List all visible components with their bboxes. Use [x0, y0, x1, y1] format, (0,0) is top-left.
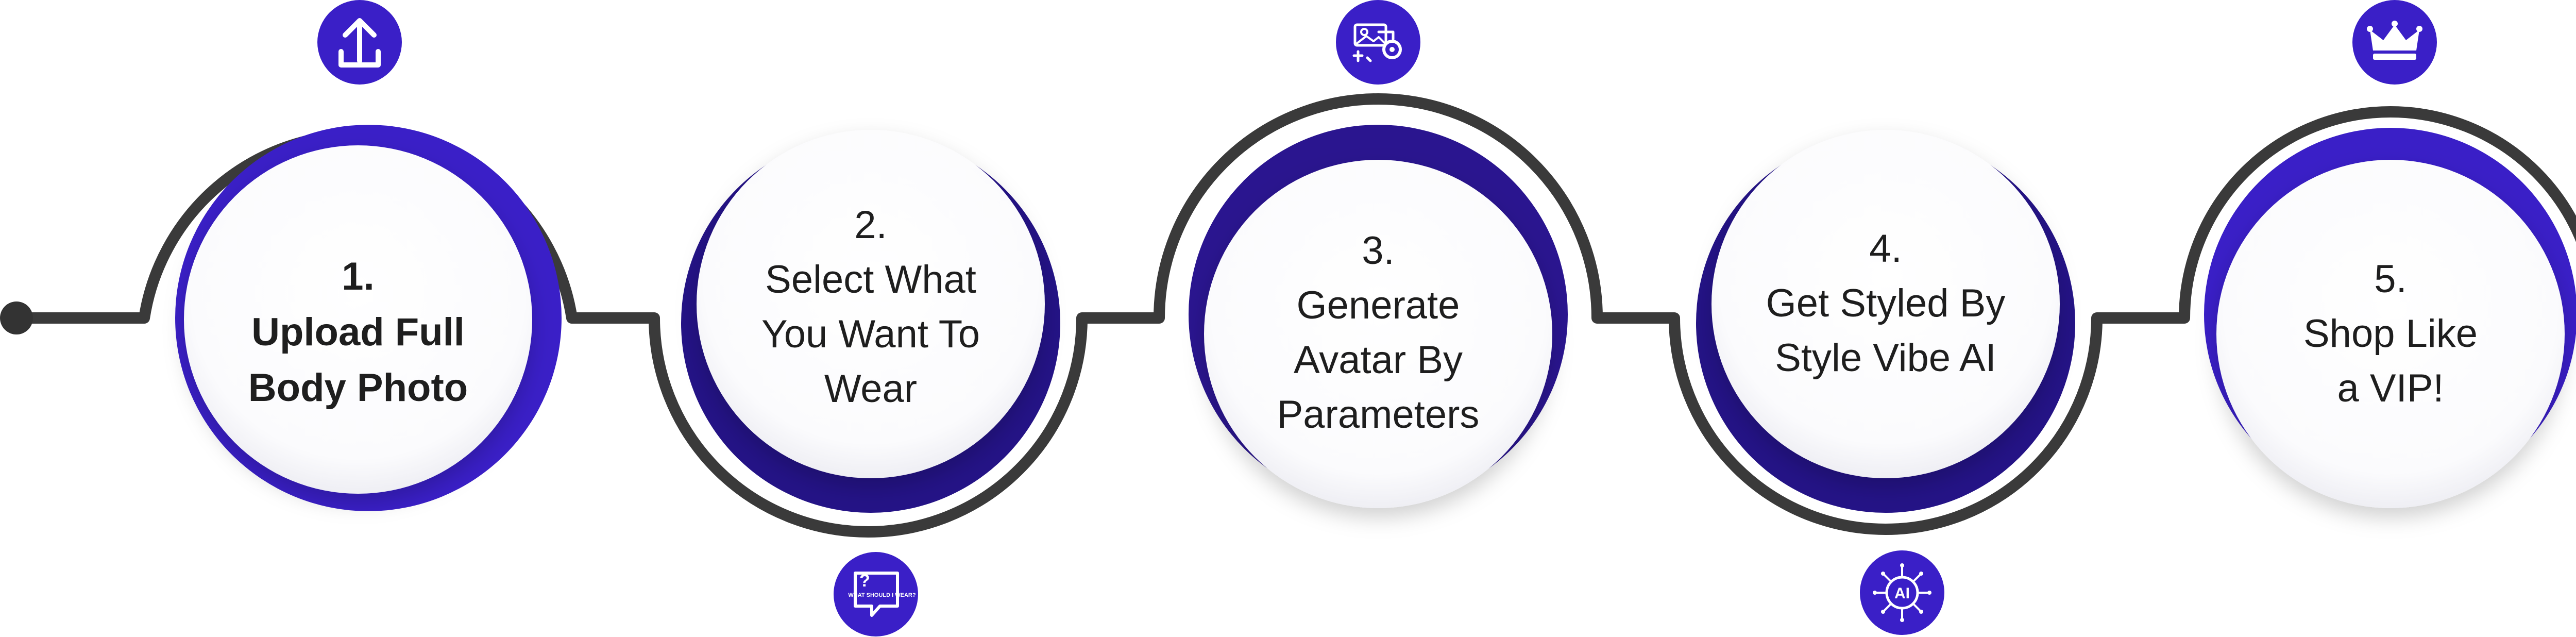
step-5-number: 5.	[2374, 257, 2406, 301]
step-1-number: 1.	[342, 255, 374, 298]
step-1-line-1: Upload Full	[251, 310, 465, 354]
step-1: 1. Upload Full Body Photo	[175, 125, 562, 511]
step-4-line-2: Style Vibe AI	[1775, 336, 1996, 380]
ai-chip-icon: AI	[1860, 550, 1944, 635]
crown-icon	[2352, 0, 2437, 85]
step-4-disc	[1711, 130, 2060, 478]
step-3-line-1: Generate	[1297, 283, 1460, 327]
step-3-disc	[1204, 160, 1552, 508]
step-2-number: 2.	[854, 203, 887, 247]
step-5-line-1: Shop Like	[2303, 312, 2478, 356]
step-2-line-1: Select What	[765, 258, 976, 301]
step-4-line-1: Get Styled By	[1766, 281, 2006, 325]
step-5-disc	[2216, 160, 2565, 508]
timeline-connector	[16, 93, 2576, 538]
timeline-start-dot	[0, 301, 33, 334]
step-5-line-2: a VIP!	[2337, 366, 2444, 410]
step-2: 2. Select What You Want To Wear	[681, 130, 1060, 513]
question-chat-icon: ? WHAT SHOULD I WEAR?	[834, 552, 918, 636]
step-3-line-2: Avatar By	[1294, 338, 1463, 382]
step-4-number: 4.	[1869, 227, 1902, 271]
step-2-disc	[697, 130, 1045, 478]
avatar-settings-icon	[1336, 0, 1420, 85]
step-3: 3. Generate Avatar By Parameters	[1189, 125, 1568, 508]
step-3-line-3: Parameters	[1277, 393, 1480, 437]
step-4: 4. Get Styled By Style Vibe AI	[1696, 130, 2075, 513]
ai-chip-icon-text: AI	[1894, 585, 1910, 602]
upload-icon	[317, 0, 402, 85]
step-2-line-3: Wear	[824, 367, 917, 411]
step-1-line-2: Body Photo	[248, 366, 468, 410]
step-3-number: 3.	[1362, 229, 1394, 273]
step-1-disc	[184, 145, 532, 494]
step-5: 5. Shop Like a VIP!	[2204, 128, 2576, 508]
svg-text:?: ?	[859, 571, 870, 591]
step-2-line-2: You Want To	[761, 312, 980, 356]
question-chat-icon-text: WHAT SHOULD I WEAR?	[848, 592, 916, 598]
